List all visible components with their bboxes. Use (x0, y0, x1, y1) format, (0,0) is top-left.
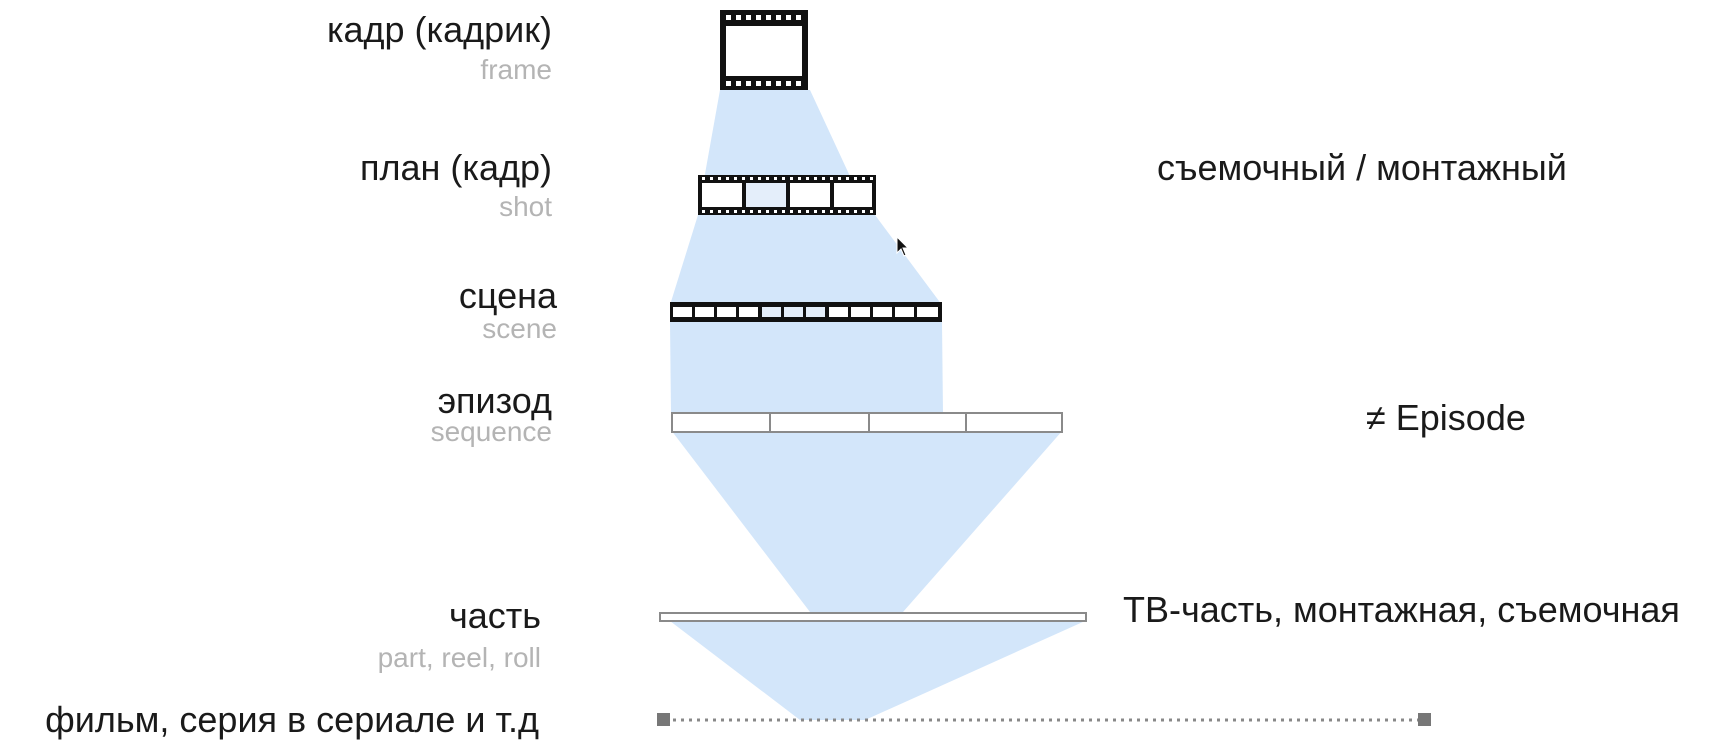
label-frame-ru: кадр (кадрик) (326, 9, 552, 50)
label-shot-en: shot (499, 191, 552, 222)
label-frame-en: frame (480, 54, 552, 85)
scene-filmstrip-icon (670, 302, 942, 322)
label-scene-en: scene (482, 313, 557, 344)
part-bar-icon (659, 612, 1087, 622)
label-scene-ru: сцена (458, 275, 557, 316)
note-shot: съемочный / монтажный (1157, 147, 1567, 188)
shot-filmstrip-icon (698, 175, 876, 215)
label-film-ru: фильм, серия в сериале и т.д (45, 699, 539, 740)
mouse-cursor-icon (896, 236, 910, 257)
label-part-ru: часть (448, 595, 541, 636)
sequence-bar-icon (671, 412, 1063, 433)
cone-part-to-film (670, 621, 1085, 720)
label-shot-ru: план (кадр) (360, 147, 552, 188)
label-sequence-en: sequence (430, 416, 552, 447)
frame-icon (720, 10, 808, 90)
cone-shot-to-scene (670, 215, 942, 305)
label-sequence-ru: эпизод (437, 380, 552, 421)
cone-sequence-to-part (671, 430, 1063, 612)
cone-scene-to-sequence (670, 322, 943, 414)
film-timeline-icon (657, 713, 1431, 726)
note-sequence: ≠ Episode (1366, 397, 1526, 438)
label-part-en: part, reel, roll (377, 642, 541, 673)
note-part: ТВ-часть, монтажная, съемочная (1123, 589, 1680, 630)
